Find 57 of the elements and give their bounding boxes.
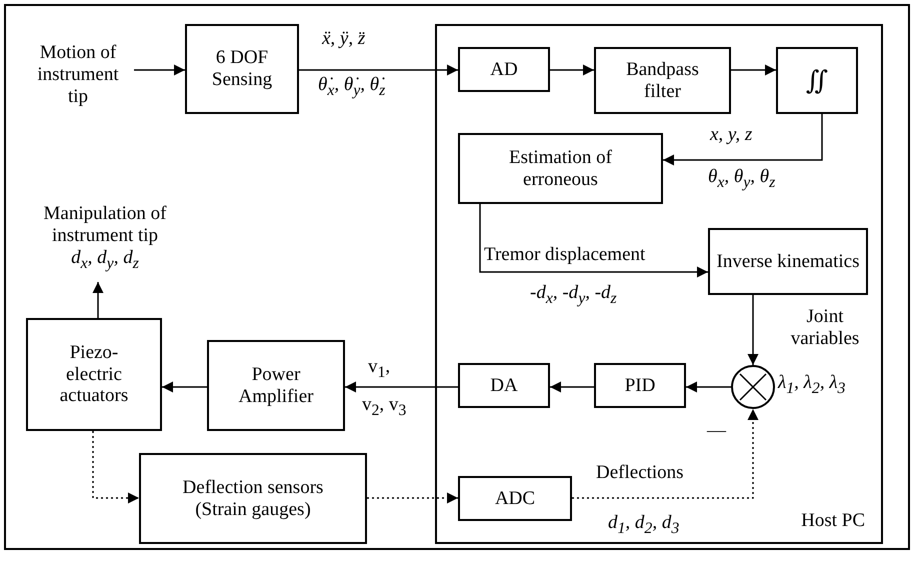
process-box — [207, 340, 345, 431]
process-box — [776, 47, 858, 114]
process-box — [458, 363, 550, 408]
signal-label: ẍ, ÿ, z̈ — [322, 28, 366, 50]
host-pc-panel — [435, 24, 883, 544]
process-box — [139, 453, 367, 544]
signal-label: v$_{1}$, — [368, 356, 390, 382]
process-box — [458, 47, 550, 92]
process-box — [458, 476, 572, 521]
box-label: Inverse kinematics — [716, 250, 860, 272]
box-label: 6 DOF Sensing — [210, 47, 274, 91]
box-label: Deflection sensors (Strain gauges) — [182, 476, 324, 520]
dotted-arrow — [367, 492, 458, 504]
output-variables: d$_{x}$, d$_{y}$, d$_{z}$ — [71, 246, 139, 273]
arrow — [299, 64, 458, 76]
box-label: ∬ — [806, 66, 828, 96]
arrow — [550, 64, 594, 76]
box-label: ADC — [494, 488, 536, 510]
signal-label: -d$_{x}$, -d$_{y}$, -d$_{z}$ — [530, 282, 617, 308]
signal-label: d$_{1}$, d$_{2}$, d$_{3}$ — [608, 512, 680, 538]
box-label: Power Amplifier — [238, 364, 314, 408]
arrow — [686, 382, 731, 392]
signal-label: θ$_{x}$, θ$_{y}$, θ$_{z}$ — [708, 166, 776, 192]
arrow — [162, 382, 207, 392]
arrow — [479, 204, 708, 278]
box-label: Estimation of erroneous — [508, 146, 613, 190]
box-label: DA — [490, 374, 518, 396]
signal-label: Deflections — [596, 462, 684, 484]
box-label: Piezo-electric actuators — [58, 342, 130, 408]
process-box — [185, 24, 299, 114]
dotted-arrow — [92, 431, 139, 504]
arrow — [345, 382, 458, 392]
box-label: Bandpass filter — [625, 58, 700, 102]
input-label: Motion of instrument tip — [22, 32, 134, 118]
box-label: PID — [624, 374, 656, 396]
process-box — [594, 47, 731, 114]
dotted-arrow — [572, 409, 758, 499]
signal-label: λ$_{1}$, λ$_{2}$, λ$_{3}$ — [778, 372, 846, 398]
arrow — [92, 282, 104, 318]
signal-label: Tremor displacement — [484, 244, 646, 266]
arrow — [663, 114, 823, 166]
minus-sign: — — [707, 420, 726, 442]
signal-label: x, y, z — [710, 124, 752, 146]
signal-label: θ̇$_{x}$, θ̇$_{y}$, θ̇$_{z}$ — [318, 74, 386, 100]
process-box — [26, 318, 162, 431]
arrow — [748, 295, 758, 365]
arrow — [731, 64, 776, 76]
panel-title: Host PC — [801, 510, 865, 532]
box-label: AD — [490, 58, 518, 80]
signal-label: v$_{2}$, v$_{3}$ — [362, 394, 406, 420]
process-box — [594, 363, 686, 408]
process-box — [458, 133, 663, 204]
process-box — [708, 228, 868, 295]
summing-junction — [731, 365, 775, 409]
arrow — [134, 64, 185, 76]
arrow — [550, 382, 594, 392]
signal-label: Joint variables — [790, 306, 860, 350]
